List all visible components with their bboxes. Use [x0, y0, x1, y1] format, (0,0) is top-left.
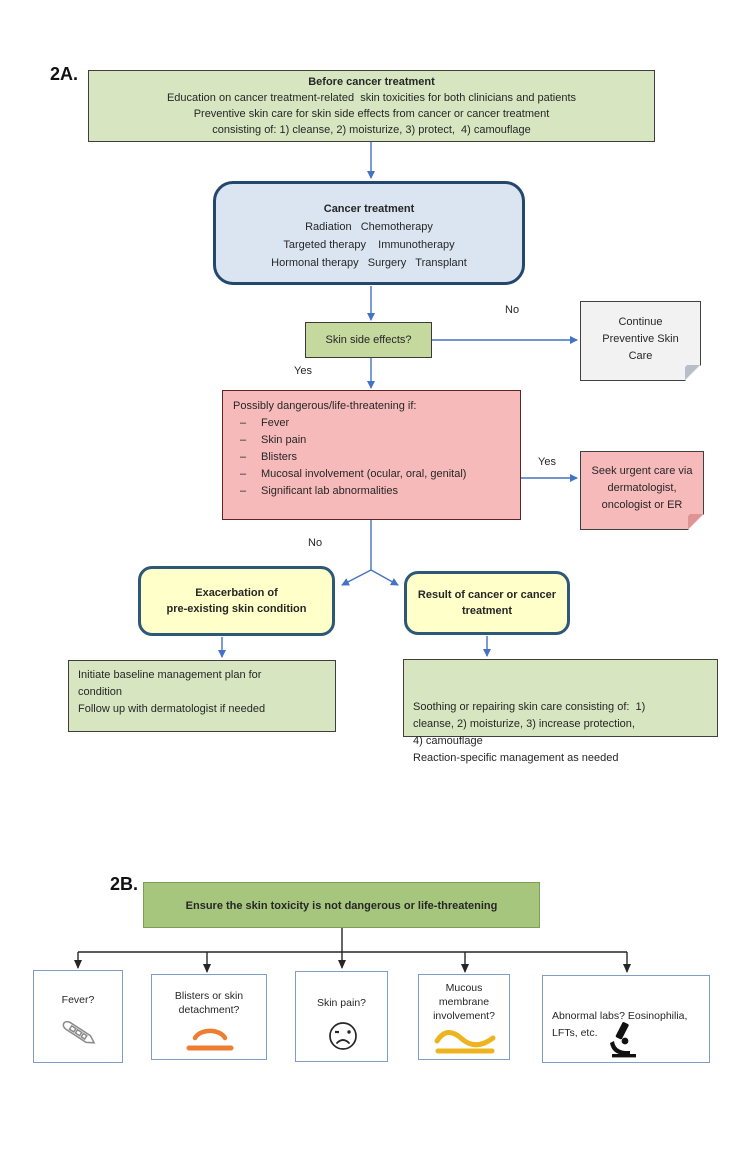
check-box-labs: Abnormal labs? Eosinophilia, LFTs, etc.	[542, 975, 710, 1063]
labs-label: Abnormal labs? Eosinophilia, LFTs, etc.	[552, 1010, 688, 1039]
before-treatment-box: Before cancer treatment Education on can…	[88, 70, 655, 142]
dangerous-criteria-title: Possibly dangerous/life-threatening if:	[233, 400, 417, 412]
mucous-label: Mucous membrane involvement?	[433, 982, 495, 1022]
skin-pain-label: Skin pain?	[316, 997, 367, 1009]
skin-side-effects-box: Skin side effects?	[305, 322, 432, 358]
sad-face-icon	[325, 1018, 361, 1058]
check-box-fever: Fever?	[33, 970, 123, 1063]
soothing-care-box: Soothing or repairing skin care consisti…	[403, 659, 718, 764]
check-box-blisters: Blisters or skin detachment?	[151, 974, 267, 1060]
blister-icon	[181, 1024, 239, 1058]
microscope-icon	[605, 1021, 643, 1065]
dangerous-criteria-box: Possibly dangerous/life-threatening if: …	[222, 390, 521, 520]
skin-side-effects-label: Skin side effects?	[325, 334, 412, 346]
soothing-box-lines: Soothing or repairing skin care consisti…	[413, 701, 646, 764]
yes-branch-label-1: Yes	[294, 365, 312, 377]
section-2a-label: 2A.	[50, 64, 79, 84]
yes-branch-label-2: Yes	[538, 456, 556, 468]
dangerous-criteria-bullets: FeverSkin painBlistersMucosal involvemen…	[233, 415, 510, 500]
no-branch-label-1: No	[505, 304, 520, 316]
mucous-membrane-icon	[432, 1027, 498, 1061]
blisters-label: Blisters or skin detachment?	[174, 990, 244, 1016]
before-treatment-lines: Education on cancer treatment-related sk…	[166, 92, 577, 136]
fever-label: Fever?	[61, 994, 95, 1006]
check-box-mucous: Mucous membrane involvement?	[418, 974, 510, 1060]
before-treatment-title: Before cancer treatment	[308, 76, 435, 88]
no-branch-label-2: No	[308, 537, 323, 549]
ensure-not-dangerous-header: Ensure the skin toxicity is not dangerou…	[143, 882, 540, 928]
ensure-header-text: Ensure the skin toxicity is not dangerou…	[185, 900, 498, 912]
cancer-treatment-title: Cancer treatment	[323, 203, 415, 215]
section-2b-label: 2B.	[110, 874, 139, 894]
check-box-skin-pain: Skin pain?	[295, 971, 388, 1062]
thermometer-icon	[56, 1017, 102, 1061]
